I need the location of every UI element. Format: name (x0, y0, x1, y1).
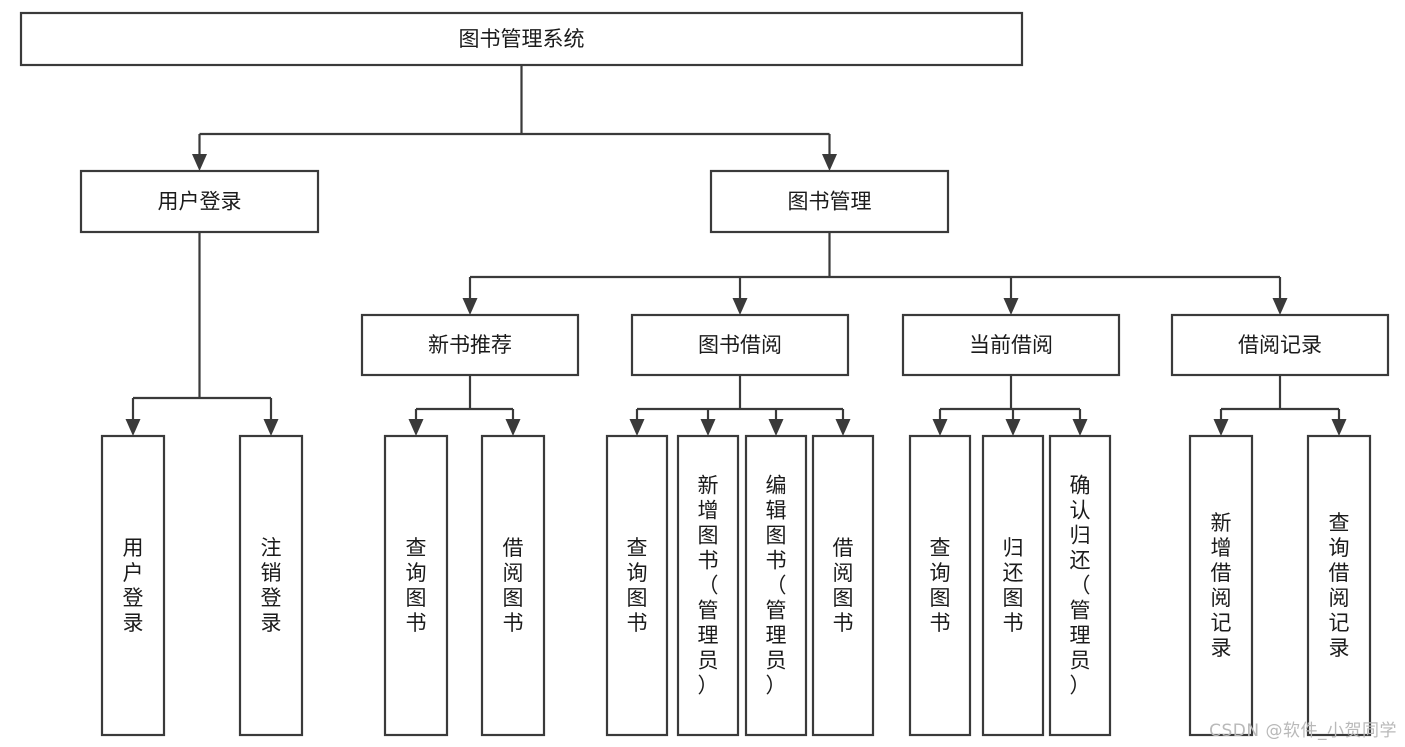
node-level2-用户登录[interactable]: 用户登录 (79, 169, 320, 234)
node-layer: 图书管理系统用户登录图书管理新书推荐图书借阅当前借阅借阅记录用户登录注销登录查询… (19, 11, 1390, 737)
arrow-head-icon-mgmt-2 (1003, 298, 1019, 315)
node-level3-借阅记录-box (1170, 313, 1390, 377)
node-leaf-3-借阅图书-box (480, 434, 546, 737)
node-leaf-10-确认归还管理员-label: 确认归还（管理员） (1070, 474, 1091, 698)
node-leaf-4-查询图书-box (605, 434, 669, 737)
node-level2-用户登录-box (79, 169, 320, 234)
node-leaf-3-借阅图书-label: 借阅图书 (503, 536, 524, 635)
csdn-watermark: CSDN @软件_小贺同学 (1209, 721, 1397, 741)
node-level2-用户登录-label: 用户登录 (158, 190, 242, 214)
node-leaf-2-查询图书-label: 查询图书 (406, 536, 427, 635)
arrow-head-icon-p3-1 (1005, 419, 1021, 436)
node-leaf-8-查询图书-box (908, 434, 972, 737)
arrow-head-icon-mgmt-0 (462, 298, 478, 315)
node-leaf-8-查询图书-label: 查询图书 (930, 536, 951, 635)
arrow-head-icon-p3-0 (932, 419, 948, 436)
node-leaf-8-查询图书[interactable]: 查询图书 (908, 434, 972, 737)
node-leaf-9-归还图书-label: 归还图书 (1003, 536, 1024, 635)
node-root-图书管理系统[interactable]: 图书管理系统 (19, 11, 1024, 67)
node-leaf-1-注销登录-box (238, 434, 304, 737)
node-level3-当前借阅[interactable]: 当前借阅 (901, 313, 1121, 377)
arrow-head-icon-p1-0 (408, 419, 424, 436)
arrow-head-icon-p4-0 (1213, 419, 1229, 436)
arrow-head-icon-p0-0 (125, 419, 141, 436)
node-leaf-0-用户登录-box (100, 434, 166, 737)
arrow-head-icon-mgmt-3 (1272, 298, 1288, 315)
node-leaf-12-查询借阅记录-box (1306, 434, 1372, 737)
arrow-head-icon-p1-1 (505, 419, 521, 436)
node-leaf-9-归还图书[interactable]: 归还图书 (981, 434, 1045, 737)
node-leaf-1-注销登录[interactable]: 注销登录 (238, 434, 304, 737)
node-leaf-7-借阅图书-label: 借阅图书 (833, 536, 854, 635)
node-level3-新书推荐-box (360, 313, 580, 377)
arrow-head-icon-p0-1 (263, 419, 279, 436)
node-leaf-5-新增图书管理员-box (676, 434, 740, 737)
node-leaf-12-查询借阅记录[interactable]: 查询借阅记录 (1306, 434, 1372, 737)
arrow-head-icon-root-0 (192, 154, 207, 171)
arrow-head-icon-p3-2 (1072, 419, 1088, 436)
node-leaf-4-查询图书[interactable]: 查询图书 (605, 434, 669, 737)
node-leaf-10-确认归还管理员[interactable]: 确认归还（管理员） (1048, 434, 1112, 737)
node-leaf-6-编辑图书管理员-label: 编辑图书（管理员） (766, 474, 787, 698)
node-leaf-11-新增借阅记录-box (1188, 434, 1254, 737)
node-leaf-12-查询借阅记录-label: 查询借阅记录 (1329, 511, 1350, 660)
node-leaf-10-确认归还管理员-box (1048, 434, 1112, 737)
node-root-图书管理系统-box (19, 11, 1024, 67)
connector-layer (125, 65, 1347, 436)
arrow-head-icon-p2-2 (768, 419, 784, 436)
node-root-图书管理系统-label: 图书管理系统 (459, 27, 585, 51)
node-level2-图书管理-label: 图书管理 (788, 190, 872, 214)
node-leaf-11-新增借阅记录[interactable]: 新增借阅记录 (1188, 434, 1254, 737)
node-leaf-4-查询图书-label: 查询图书 (627, 536, 648, 635)
node-leaf-6-编辑图书管理员[interactable]: 编辑图书（管理员） (744, 434, 808, 737)
arrow-head-icon-p2-3 (835, 419, 851, 436)
node-leaf-2-查询图书[interactable]: 查询图书 (383, 434, 449, 737)
node-level3-图书借阅[interactable]: 图书借阅 (630, 313, 850, 377)
node-leaf-2-查询图书-box (383, 434, 449, 737)
node-leaf-5-新增图书管理员-label: 新增图书（管理员） (698, 474, 719, 698)
node-leaf-7-借阅图书-box (811, 434, 875, 737)
node-leaf-7-借阅图书[interactable]: 借阅图书 (811, 434, 875, 737)
node-level3-借阅记录[interactable]: 借阅记录 (1170, 313, 1390, 377)
node-level3-当前借阅-box (901, 313, 1121, 377)
node-level3-图书借阅-box (630, 313, 850, 377)
arrow-head-icon-mgmt-1 (732, 298, 748, 315)
node-leaf-9-归还图书-box (981, 434, 1045, 737)
arrow-head-icon-p4-1 (1331, 419, 1347, 436)
node-leaf-1-注销登录-label: 注销登录 (261, 536, 282, 635)
node-leaf-6-编辑图书管理员-box (744, 434, 808, 737)
node-leaf-3-借阅图书[interactable]: 借阅图书 (480, 434, 546, 737)
node-level2-图书管理-box (709, 169, 950, 234)
node-level3-新书推荐[interactable]: 新书推荐 (360, 313, 580, 377)
node-leaf-0-用户登录[interactable]: 用户登录 (100, 434, 166, 737)
arrow-head-icon-p2-0 (629, 419, 645, 436)
arrow-head-icon-root-1 (822, 154, 837, 171)
node-level3-借阅记录-label: 借阅记录 (1238, 333, 1322, 357)
node-leaf-11-新增借阅记录-label: 新增借阅记录 (1211, 511, 1232, 660)
node-level3-当前借阅-label: 当前借阅 (969, 333, 1053, 357)
node-level2-图书管理[interactable]: 图书管理 (709, 169, 950, 234)
arrow-head-icon-p2-1 (700, 419, 716, 436)
node-leaf-5-新增图书管理员[interactable]: 新增图书（管理员） (676, 434, 740, 737)
node-leaf-0-用户登录-label: 用户登录 (123, 536, 144, 635)
node-level3-新书推荐-label: 新书推荐 (428, 333, 512, 357)
node-level3-图书借阅-label: 图书借阅 (698, 333, 782, 357)
